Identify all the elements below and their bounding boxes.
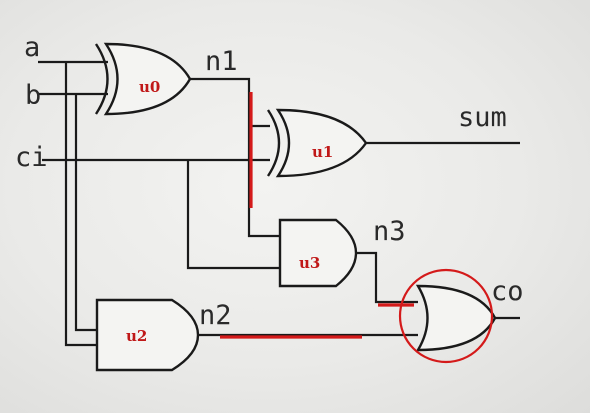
annotations [220,92,494,364]
wire-n3 [356,251,418,304]
xor-input-arc [94,43,109,115]
gate-u3-and[interactable]: u3 [278,218,358,288]
signal-label-sum: sum [458,102,507,133]
gate-co-body [415,284,497,352]
wires [38,60,520,347]
signal-label-n3: n3 [373,216,406,247]
co-gate-highlight-circle [398,268,494,364]
gate-u0-xor[interactable]: u0 [94,42,192,116]
signal-label-n2: n2 [199,300,232,331]
gate-u0-body [103,42,192,116]
gate-co-or[interactable] [415,284,497,352]
gate-u2-label: u2 [126,327,147,345]
gate-u1-label: u1 [312,143,333,161]
signal-label-a: a [24,32,40,63]
gate-u3-label: u3 [299,254,320,272]
xor-input-arc [267,109,281,177]
gate-u1-body [275,108,368,178]
gate-u2-and[interactable]: u2 [95,298,200,372]
gate-u2-body [95,298,200,372]
wire-ci [42,158,280,270]
signal-label-b: b [25,80,41,111]
signal-label-co: co [491,276,524,307]
signal-label-n1: n1 [205,46,238,77]
gate-u1-xor[interactable]: u1 [267,108,368,178]
wire-b [38,92,108,332]
signal-label-ci: ci [15,142,48,173]
gate-u3-body [278,218,358,288]
gate-u0-label: u0 [139,78,160,96]
wire-a [38,60,108,347]
wire-n1 [190,77,280,238]
signal-labels: a b ci n1 sum n3 n2 co [15,32,524,331]
